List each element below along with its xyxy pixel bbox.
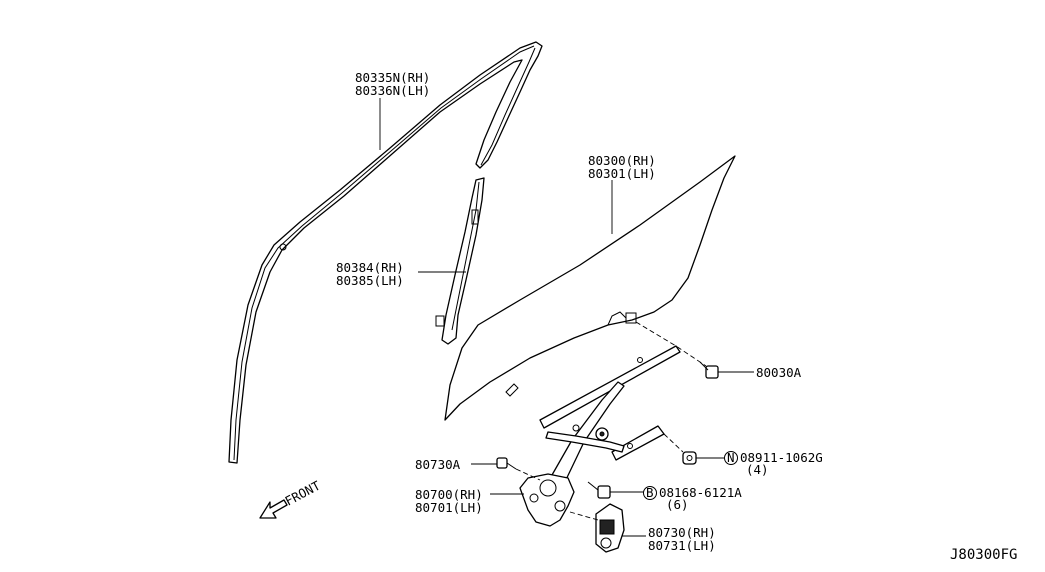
label-glass-rh: 80300(RH) <box>588 153 656 168</box>
door-molding-part <box>228 41 543 464</box>
assembly-line-glass-bolt <box>635 321 707 367</box>
bolt-80030a-icon <box>699 361 719 379</box>
bolt-80730a-icon <box>496 457 517 470</box>
assembly-line-nut <box>663 433 684 453</box>
assembly-line-motor <box>569 511 599 521</box>
sash-part <box>435 177 485 345</box>
label-80730a: 80730A <box>415 457 461 472</box>
assembly-line-motor-bolt <box>515 468 541 481</box>
front-direction-indicator: FRONT <box>259 478 323 519</box>
nut-marker: N <box>727 450 735 465</box>
door-glass-part <box>444 155 736 421</box>
regulator-motor-part <box>595 503 625 553</box>
label-bolt-qty: (6) <box>666 497 689 512</box>
label-regulator-lh: 80701(LH) <box>415 500 483 515</box>
label-sash-lh: 80385(LH) <box>336 273 404 288</box>
bolt-08168-icon <box>587 481 611 499</box>
label-molding-lh: 80336N(LH) <box>355 83 430 98</box>
label-glass-lh: 80301(LH) <box>588 166 656 181</box>
bolt-marker-circle <box>643 486 657 500</box>
label-motor-rh: 80730(RH) <box>648 525 716 540</box>
label-sash-rh: 80384(RH) <box>336 260 404 275</box>
nut-08911-icon <box>682 451 697 465</box>
label-bolt-number: 08168-6121A <box>659 485 742 500</box>
regulator-part <box>519 345 681 527</box>
nut-marker-circle <box>724 451 738 465</box>
label-80030a: 80030A <box>756 365 802 380</box>
label-regulator-rh: 80700(RH) <box>415 487 483 502</box>
label-nut-number: 08911-1062G <box>740 450 823 465</box>
front-label: FRONT <box>282 478 323 509</box>
front-arrow-icon <box>259 499 288 519</box>
diagram-code: J80300FG <box>950 547 1017 563</box>
label-molding-rh: 80335N(RH) <box>355 70 430 85</box>
label-motor-lh: 80731(LH) <box>648 538 716 553</box>
label-nut-qty: (4) <box>746 462 769 477</box>
bolt-marker: B <box>646 485 654 500</box>
